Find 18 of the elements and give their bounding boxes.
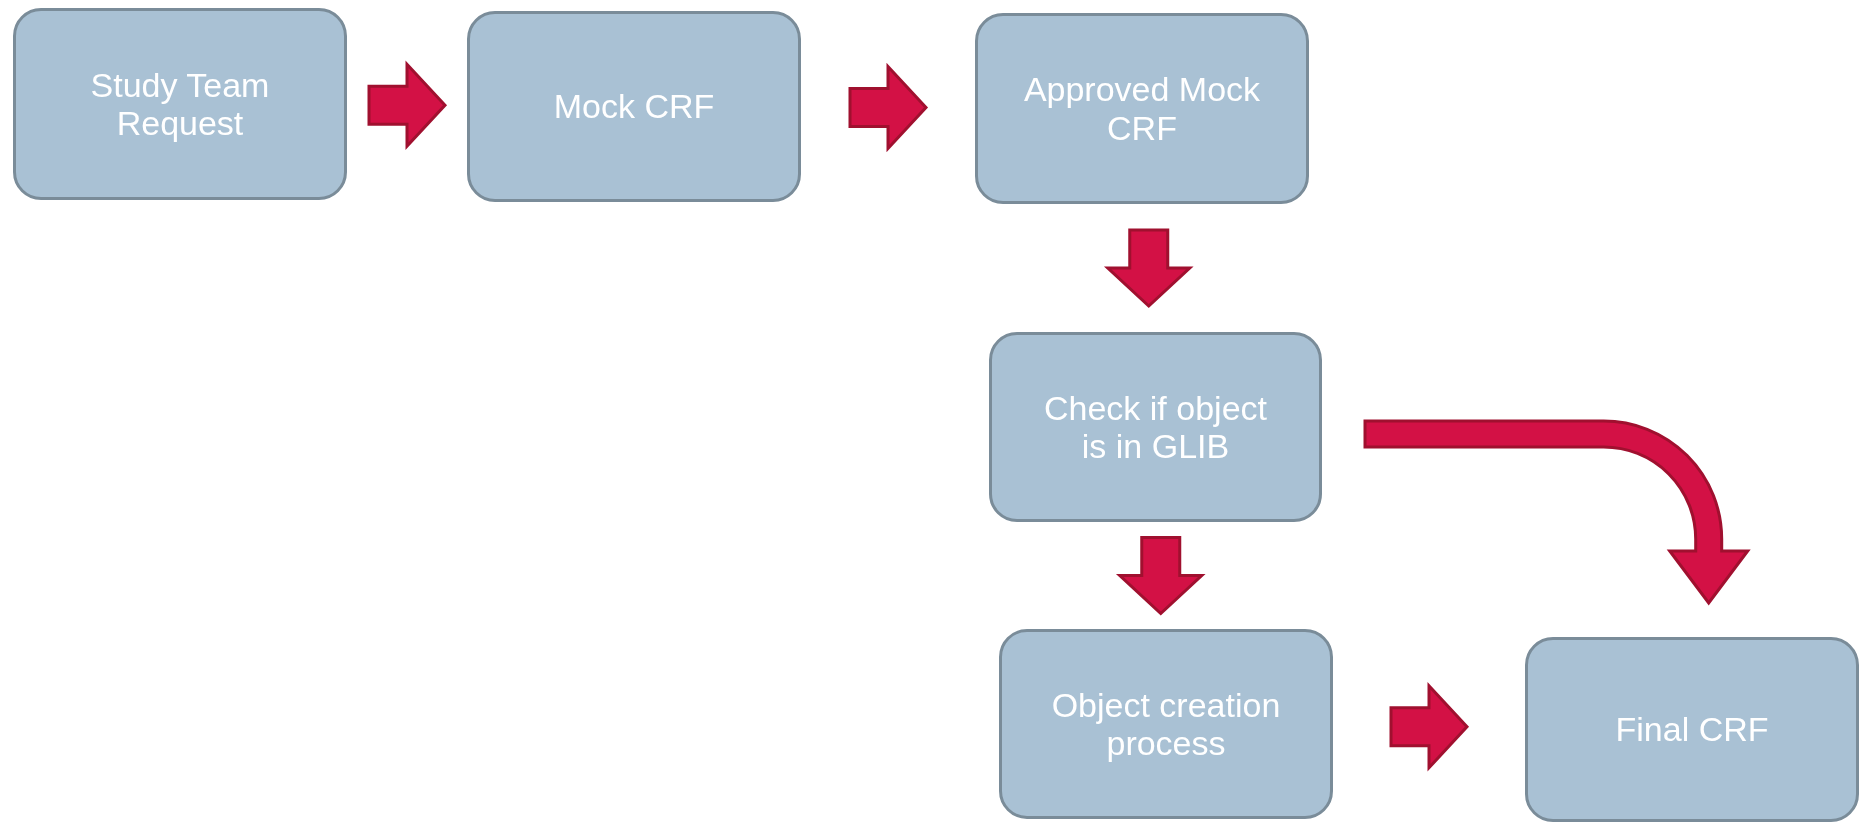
process-box [13, 8, 347, 200]
process-box [467, 11, 801, 202]
box-label: Check if object is in GLIB [1043, 388, 1268, 466]
process-box [975, 13, 1309, 204]
box-label: Object creation process [1050, 685, 1282, 763]
block-arrow [1115, 536, 1206, 616]
block-arrow [367, 60, 448, 151]
block-arrow [1389, 681, 1470, 772]
process-box [999, 629, 1333, 819]
box-label: Study Team Request [89, 65, 271, 143]
process-box [989, 332, 1322, 522]
block-arrow [1363, 419, 1750, 605]
block-arrow [848, 62, 929, 153]
process-box [1525, 637, 1859, 822]
block-arrow [1103, 228, 1194, 309]
box-label: Mock CRF [553, 87, 715, 126]
box-label: Approved Mock CRF [1022, 70, 1262, 147]
box-label: Final CRF [1615, 710, 1769, 749]
